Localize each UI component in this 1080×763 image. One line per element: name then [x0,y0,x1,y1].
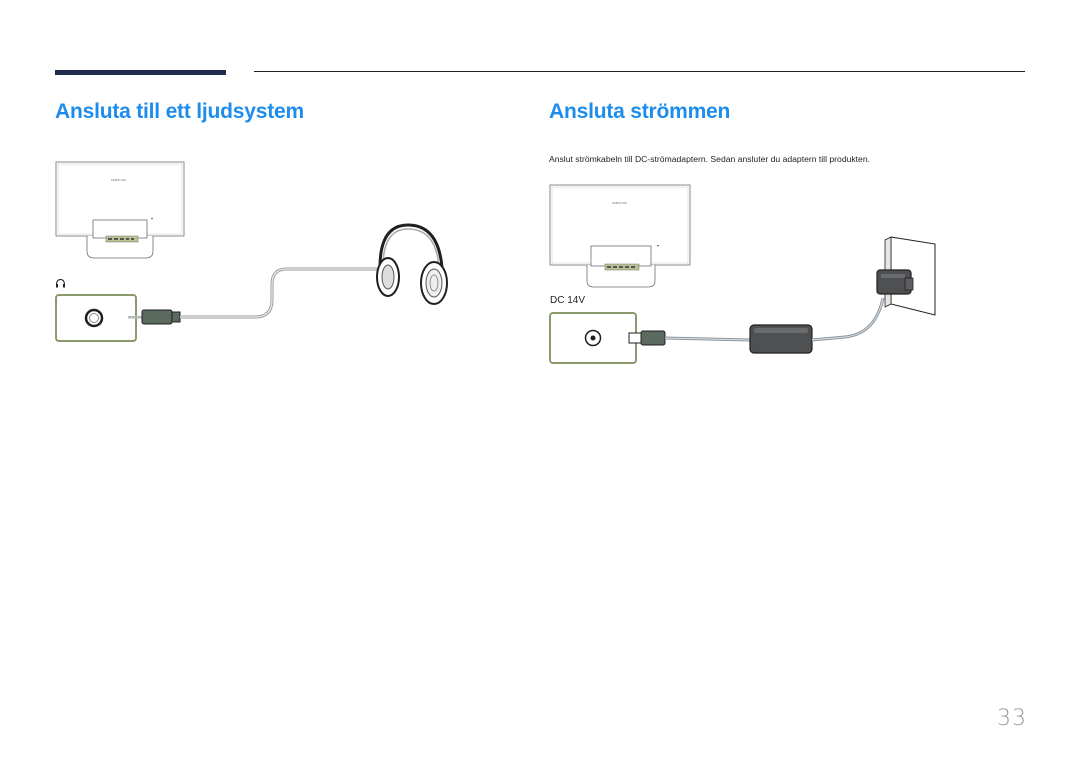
page-number: 33 [997,706,1027,731]
dc-cable [628,330,751,346]
power-adapter-icon [749,297,885,354]
headphone-port-panel [55,294,137,342]
header-divider [254,71,1025,72]
header-accent-bar [55,70,226,75]
monitor-logo: SAMSUNG [612,201,627,205]
power-instructions: Anslut strömkabeln till DC-strömadaptern… [549,154,871,164]
monitor-illustration: SAMSUNG [549,184,691,288]
monitor-illustration: SAMSUNG [55,161,185,259]
audio-jack-plug [128,267,378,325]
dc-port-label: DC 14V [550,295,586,306]
dc-port-panel [549,312,637,364]
wall-outlet-icon [876,236,936,316]
monitor-logo: SAMSUNG [111,178,126,182]
power-connection-diagram: SAMSUNG [549,184,936,364]
headphones-icon [376,223,448,305]
audio-connection-diagram: SAMSUNG [55,161,448,342]
headphone-icon [56,278,65,288]
section-title-audio: Ansluta till ett ljudsystem [55,100,304,123]
section-title-power: Ansluta strömmen [549,100,731,123]
